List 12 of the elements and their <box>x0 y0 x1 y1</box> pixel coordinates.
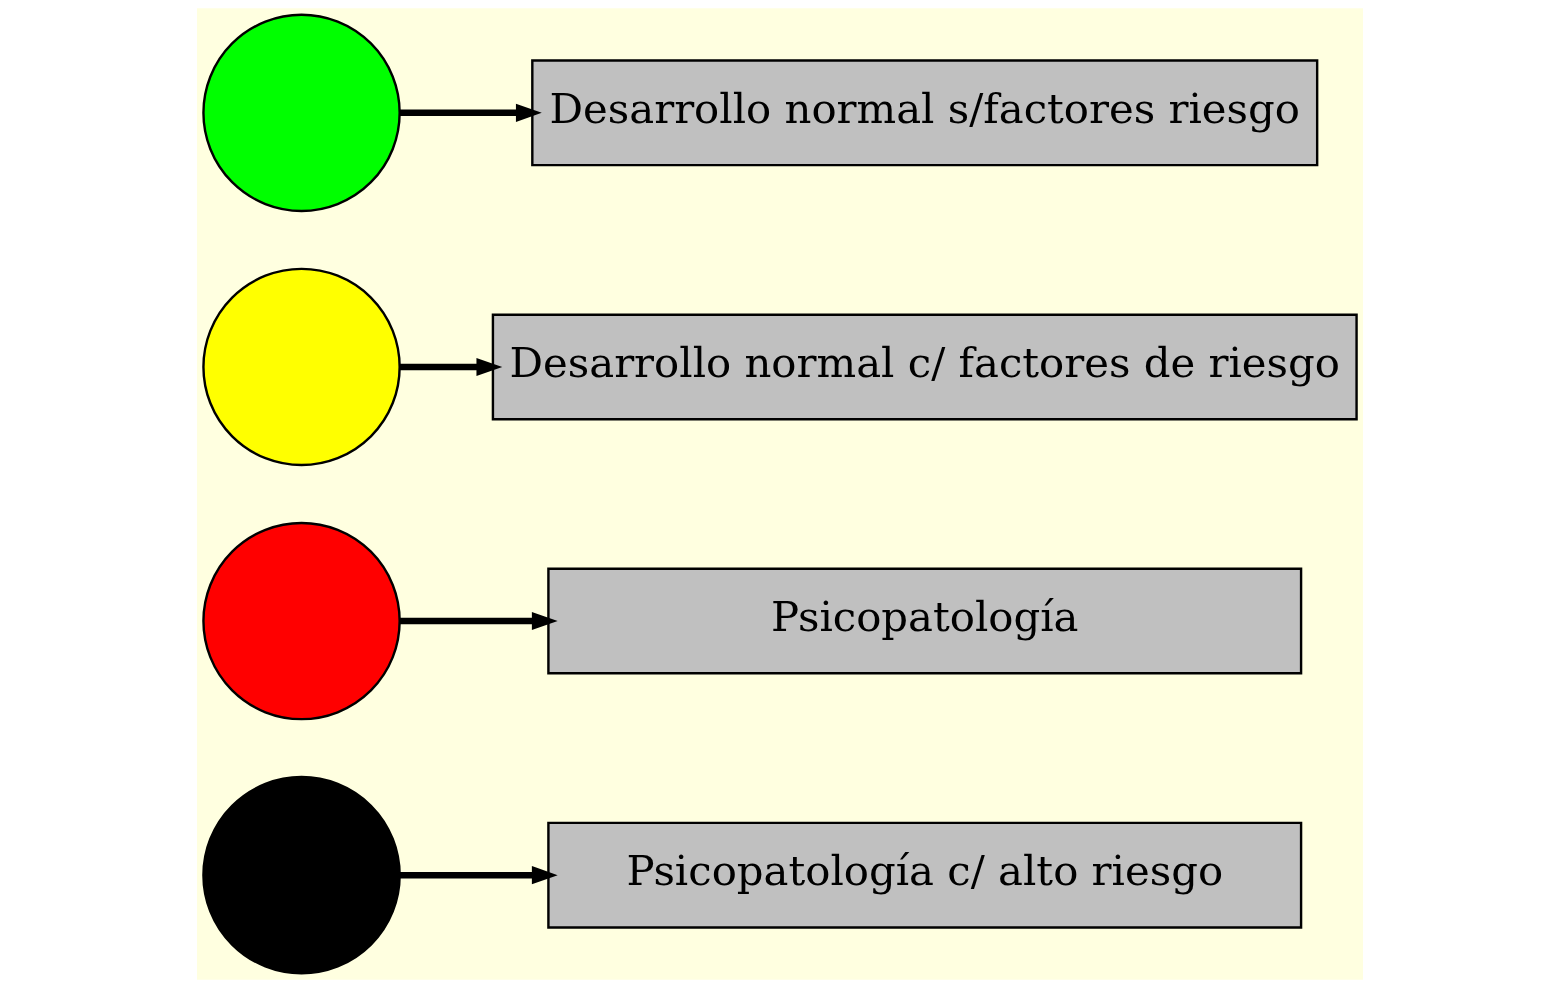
node-box: Psicopatología c/ alto riesgo <box>547 821 1303 929</box>
node-circle <box>202 13 401 213</box>
arrow <box>400 866 558 885</box>
node-box: Psicopatología <box>547 567 1303 675</box>
arrow <box>400 103 542 122</box>
node-box: Desarrollo normal s/factores riesgo <box>531 59 1319 167</box>
node-circle <box>202 521 401 721</box>
arrow <box>400 612 558 631</box>
node-circle <box>202 775 401 975</box>
node-box: Desarrollo normal c/ factores de riesgo <box>491 313 1358 421</box>
arrow <box>400 357 503 376</box>
node-circle <box>202 267 401 467</box>
